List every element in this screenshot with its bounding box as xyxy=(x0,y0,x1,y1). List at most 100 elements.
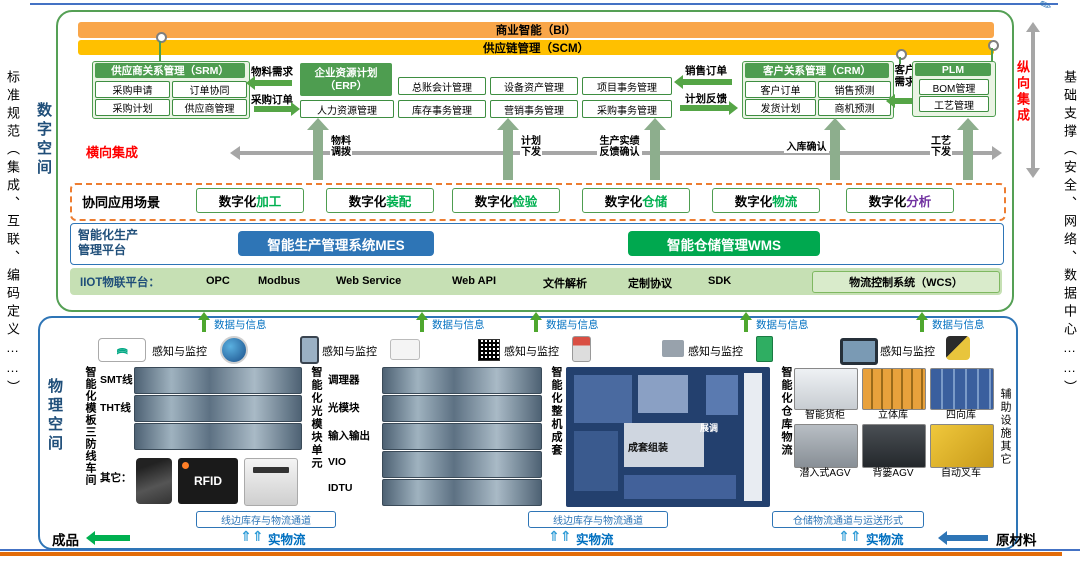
scene-prefix: 数字化 xyxy=(734,195,773,209)
data-info-label: 数据与信息 xyxy=(214,319,267,331)
optical-item-label: 调理器 xyxy=(328,374,360,386)
photo-basket-agv xyxy=(862,424,926,468)
vflow-label-plan-issue: 计划下发 xyxy=(520,136,542,158)
vflow-label-inbound-confirm: 入库确认 xyxy=(784,142,829,153)
wifi-icon: ((( xyxy=(116,347,128,353)
photo-rfid-reader: RFID xyxy=(178,458,238,504)
bottom-rule-line xyxy=(0,549,1080,551)
iiot-protocol-sdk: SDK xyxy=(708,275,732,287)
photo-label-printer xyxy=(244,458,298,506)
photo-conditioner xyxy=(382,367,542,394)
scene-inspection: 数字化检验 xyxy=(452,188,560,213)
data-info-label: 数据与信息 xyxy=(756,319,809,331)
photo-coating-line xyxy=(134,423,302,450)
green-device-icon xyxy=(756,336,773,362)
scene-assembly: 数字化装配 xyxy=(326,188,434,213)
warehouse-caption: 四向库 xyxy=(946,410,976,421)
crm-title: 客户关系管理（CRM） xyxy=(745,63,889,78)
factory-map: 展调 成套组装 xyxy=(566,367,770,507)
raw-materials-label: 原材料 xyxy=(996,533,1037,548)
iiot-protocol-webservice: Web Service xyxy=(336,275,402,287)
up-arrow-process-issue xyxy=(957,118,979,180)
map-block xyxy=(744,373,762,501)
optical-item-label: IDTU xyxy=(328,482,353,494)
printer-slot xyxy=(253,467,289,473)
iiot-label: IIOT物联平台： xyxy=(80,277,160,289)
sensing-label: 感知与监控 xyxy=(322,346,377,358)
finished-goods-arrow xyxy=(86,531,130,545)
map-block xyxy=(624,423,704,467)
up-arrow-material-transfer xyxy=(307,118,329,180)
scene-suffix: 检验 xyxy=(512,195,538,209)
wms-box: 智能仓储管理WMS xyxy=(628,231,820,256)
rfid-led xyxy=(182,462,189,469)
scenes-box xyxy=(70,183,1006,221)
photo-smt-line xyxy=(134,367,302,394)
scenes-label: 协同应用场景 xyxy=(82,195,161,210)
scene-prefix: 数字化 xyxy=(218,195,257,209)
scene-suffix: 分析 xyxy=(906,195,932,209)
map-block xyxy=(624,475,736,499)
physical-flow-label: 实物流 xyxy=(268,533,306,547)
raw-materials-arrow xyxy=(938,531,988,545)
crm-item: 商机预测 xyxy=(818,99,891,116)
router-puck-icon xyxy=(220,336,248,364)
scene-prefix: 数字化 xyxy=(348,195,387,209)
map-label-set-assembly: 成套组装 xyxy=(628,443,668,454)
handheld-phone-icon xyxy=(300,336,319,364)
optical-vlabel: 智能化光模块单元 xyxy=(310,366,322,470)
scene-suffix: 装配 xyxy=(386,195,412,209)
sensing-label: 感知与监控 xyxy=(880,346,935,358)
wifi-device-icon: ((( xyxy=(98,338,146,362)
right-strip-label: 基础支撑（安全、网络、数据中心……） xyxy=(1062,70,1077,398)
data-info-arrow xyxy=(198,312,210,332)
workshop-vlabel: 智能化模板三防线车间 xyxy=(84,366,96,486)
channel-warehouse: 仓储物流通道与运送形式 xyxy=(772,511,924,528)
erp-cell: 设备资产管理 xyxy=(490,77,578,95)
platform-box xyxy=(70,223,1004,265)
warehouse-vlabel: 智能化仓库物流 xyxy=(780,366,792,457)
warehouse-caption: 立体库 xyxy=(878,410,908,421)
plm-item: 工艺管理 xyxy=(919,96,989,112)
flow-arrows: ⇑⇑ xyxy=(838,528,862,544)
scene-prefix: 数字化 xyxy=(868,195,907,209)
workshop-row-other: 其它： xyxy=(100,472,132,484)
connector-node xyxy=(896,49,907,60)
assembly-vlabel: 智能化整机成套 xyxy=(550,366,562,457)
workshop-row-tht: THT线 xyxy=(100,402,131,414)
wcs-box: 物流控制系统（WCS） xyxy=(812,271,1000,293)
plm-title: PLM xyxy=(915,63,991,76)
digital-space-label: 数字空间 xyxy=(35,102,52,178)
connector-stem xyxy=(159,41,161,62)
erp-cell: 总账会计管理 xyxy=(398,77,486,95)
vflow-label-process-issue: 工艺下发 xyxy=(930,136,952,158)
mes-box: 智能生产管理系统MES xyxy=(238,231,434,256)
top-rule-line xyxy=(30,3,1058,5)
sensing-label: 感知与监控 xyxy=(152,346,207,358)
connector-node xyxy=(988,40,999,51)
platform-label: 智能化生产管理平台 xyxy=(78,228,139,257)
map-block xyxy=(574,431,618,491)
scene-prefix: 数字化 xyxy=(604,195,643,209)
map-block xyxy=(638,375,688,413)
tablet-icon xyxy=(840,338,878,365)
channel-lineside-1: 线边库存与物流通道 xyxy=(196,511,336,528)
qr-code-icon xyxy=(478,339,500,361)
data-info-arrow xyxy=(740,312,752,332)
red-scanner-icon xyxy=(572,336,591,362)
up-arrow-inbound-confirm xyxy=(824,118,846,180)
gray-device-icon xyxy=(662,340,684,357)
optical-item-label: VIO xyxy=(328,456,347,468)
plan-feedback-label: 计划反馈 xyxy=(685,93,727,105)
customer-demand-label: 客户需求 xyxy=(894,64,916,88)
optical-item-label: 光模块 xyxy=(328,402,360,414)
photo-handheld-scanner xyxy=(136,458,172,504)
data-info-label: 数据与信息 xyxy=(546,319,599,331)
scene-warehousing: 数字化仓储 xyxy=(582,188,690,213)
white-device-icon xyxy=(390,339,420,360)
data-info-arrow xyxy=(916,312,928,332)
iiot-protocol-webapi: Web API xyxy=(452,275,497,287)
connector-node xyxy=(156,32,167,43)
data-info-arrow xyxy=(530,312,542,332)
iiot-protocol-opc: OPC xyxy=(206,275,230,287)
